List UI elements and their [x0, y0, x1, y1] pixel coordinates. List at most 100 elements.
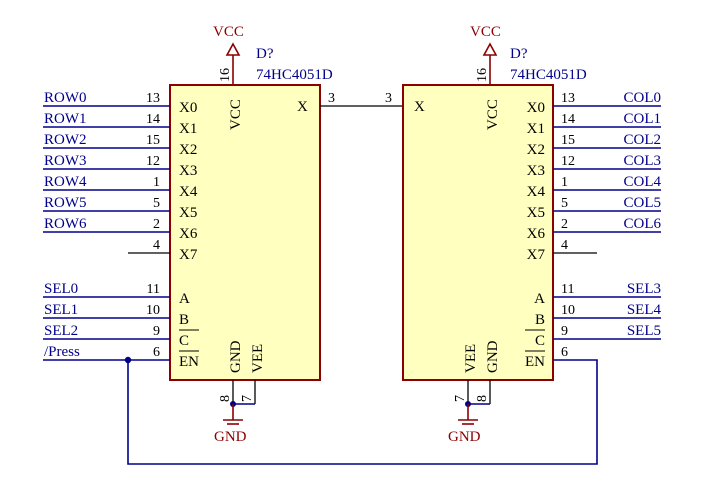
left-pin-name: X3	[179, 163, 197, 179]
net-label-col2: COL2	[624, 132, 662, 148]
left-select-pin-number: 11	[147, 282, 160, 297]
right-x-pin-group: COL013X0COL114X1COL215X2COL312X3COL41X4C…	[527, 90, 662, 263]
left-pin-name: X0	[179, 100, 197, 116]
left-select-pin-number: 9	[153, 324, 160, 339]
right-select-pin-number: 6	[561, 345, 568, 360]
left-pin-number: 2	[153, 217, 160, 232]
right-vee-pin-num: 7	[453, 395, 468, 402]
right-designator: D?	[510, 46, 528, 62]
right-select-pin-name: B	[535, 312, 545, 328]
left-pin-name: X1	[179, 121, 197, 137]
left-designator: D?	[256, 46, 274, 62]
left-select-pin-name: B	[179, 312, 189, 328]
left-pin-number: 14	[146, 112, 160, 127]
net-label-col0: COL0	[624, 90, 662, 106]
left-gnd-label: GND	[214, 429, 247, 445]
right-select-pin-name: EN	[525, 354, 545, 370]
left-pin-name: X7	[179, 247, 198, 263]
left-x-pin-name: X	[297, 99, 308, 115]
left-vcc-pin-name: VCC	[228, 99, 244, 130]
right-pin-name: X1	[527, 121, 545, 137]
net-label-col1: COL1	[624, 111, 662, 127]
right-gnd-pin-name: GND	[485, 340, 501, 373]
left-vcc-pin-num: 16	[218, 68, 233, 82]
left-vcc-arrow-icon	[225, 42, 241, 56]
net-label-col4: COL4	[624, 174, 662, 190]
left-pin-name: X2	[179, 142, 197, 158]
right-pin-name: X0	[527, 100, 545, 116]
right-select-pin-number: 11	[561, 282, 574, 297]
left-pin-name: X6	[179, 226, 198, 242]
left-pin-number: 4	[153, 238, 160, 253]
left-pin-number: 5	[153, 196, 160, 211]
right-select-pin-name: A	[534, 291, 545, 307]
right-part-number: 74HC4051D	[510, 67, 587, 83]
left-pin-number: 13	[146, 91, 160, 106]
net-label-not-press: /Press	[44, 344, 80, 360]
net-label-sel5: SEL5	[627, 323, 661, 339]
left-vcc-label: VCC	[213, 24, 244, 40]
right-gnd-pin-num: 8	[475, 395, 490, 402]
net-label-row0: ROW0	[44, 90, 87, 106]
right-pin-number: 12	[561, 154, 575, 169]
right-select-pin-number: 10	[561, 303, 575, 318]
net-label-col5: COL5	[624, 195, 662, 211]
right-vcc-arrow-icon	[482, 42, 498, 56]
left-select-pin-name: A	[179, 291, 190, 307]
left-pin-name: X4	[179, 184, 198, 200]
right-pin-number: 14	[561, 112, 575, 127]
left-select-pin-number: 6	[153, 345, 160, 360]
left-select-pin-group: SEL0 11A SEL1 10B SEL2 9C/Press 6EN	[43, 281, 199, 370]
net-label-sel3: SEL3	[627, 281, 661, 297]
left-pin-number: 1	[153, 175, 160, 190]
right-pin-number: 5	[561, 196, 568, 211]
right-select-pin-number: 9	[561, 324, 568, 339]
right-x-pin-num: 3	[385, 91, 392, 106]
left-pin-name: X5	[179, 205, 197, 221]
right-select-pin-name: C	[535, 333, 545, 349]
right-pin-number: 1	[561, 175, 568, 190]
right-gnd-label: GND	[448, 429, 481, 445]
net-label-row2: ROW2	[44, 132, 87, 148]
right-chip-body[interactable]	[402, 84, 554, 381]
left-vee-pin-num: 7	[240, 395, 255, 402]
right-pin-name: X3	[527, 163, 545, 179]
left-gnd-pin-name: GND	[228, 340, 244, 373]
left-pin-number: 12	[146, 154, 160, 169]
left-vee-pin-name: VEE	[250, 344, 266, 373]
net-label-row6: ROW6	[44, 216, 87, 232]
net-label-sel0: SEL0	[44, 281, 78, 297]
enable-net-wire[interactable]	[127, 359, 598, 465]
net-label-sel2: SEL2	[44, 323, 78, 339]
net-label-row5: ROW5	[44, 195, 87, 211]
right-pin-number: 13	[561, 91, 575, 106]
net-label-sel4: SEL4	[627, 302, 662, 318]
left-select-pin-name: C	[179, 333, 189, 349]
right-pin-number: 4	[561, 238, 568, 253]
left-select-pin-name: EN	[179, 354, 199, 370]
net-label-row3: ROW3	[44, 153, 87, 169]
net-label-col6: COL6	[624, 216, 662, 232]
right-x-pin-name: X	[414, 99, 425, 115]
net-label-sel1: SEL1	[44, 302, 78, 318]
left-gnd-pin-num: 8	[218, 395, 233, 402]
right-pin-number: 2	[561, 217, 568, 232]
right-vee-pin-name: VEE	[463, 344, 479, 373]
net-label-row4: ROW4	[44, 174, 87, 190]
right-pin-name: X6	[527, 226, 546, 242]
right-pin-name: X7	[527, 247, 546, 263]
left-pin-number: 15	[146, 133, 160, 148]
right-vcc-label: VCC	[470, 24, 501, 40]
right-pin-name: X5	[527, 205, 545, 221]
right-vcc-pin-name: VCC	[485, 99, 501, 130]
left-chip-body[interactable]	[169, 84, 321, 381]
right-pin-name: X4	[527, 184, 546, 200]
right-vcc-pin-num: 16	[475, 68, 490, 82]
net-label-col3: COL3	[624, 153, 662, 169]
right-select-pin-group: SEL3 11A SEL4 10B SEL5 9C 6EN	[525, 281, 661, 370]
left-x-pin-num: 3	[328, 91, 335, 106]
left-part-number: 74HC4051D	[256, 67, 333, 83]
left-select-pin-number: 10	[146, 303, 160, 318]
